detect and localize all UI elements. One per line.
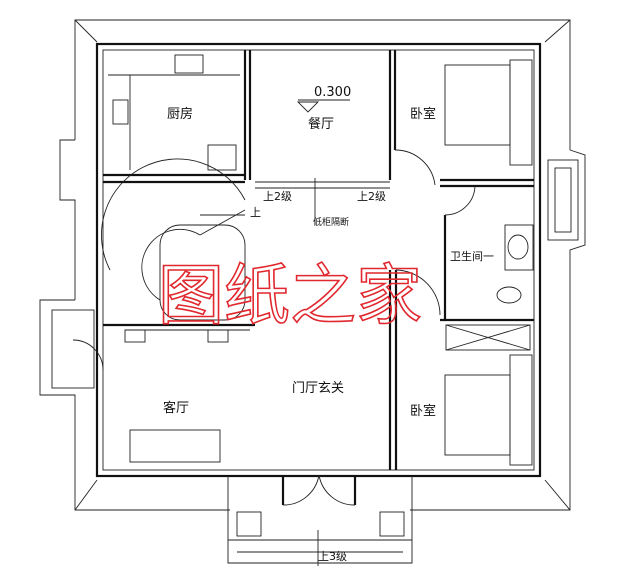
room-label-bedroom-top: 卧室 (410, 106, 436, 122)
step-label-right: 上2级 (357, 190, 386, 203)
stair-up-label: 上 (250, 206, 261, 219)
elevation-label: 0.300 (314, 85, 351, 100)
step-label-left: 上2级 (263, 190, 292, 203)
elevation-marker (296, 99, 350, 113)
room-label-foyer: 门厅玄关 (292, 381, 344, 396)
room-label-bathroom: 卫生间一 (450, 249, 494, 263)
doors (72, 149, 476, 506)
spiral-staircase (101, 158, 250, 343)
room-label-dining: 餐厅 (308, 116, 334, 132)
room-label-bedroom-bottom: 卧室 (410, 403, 436, 419)
entrance-porch (227, 476, 413, 566)
kitchen-fixtures (108, 54, 240, 171)
cabinet-partition-label: 低柜隔断 (313, 216, 349, 228)
entrance-steps-label: 上3级 (318, 550, 347, 563)
room-label-kitchen: 厨房 (167, 106, 193, 122)
furniture (129, 59, 534, 466)
watermark: 图纸之家 (158, 257, 422, 334)
room-label-living: 客厅 (163, 400, 189, 416)
eave-outline (39, 19, 586, 511)
